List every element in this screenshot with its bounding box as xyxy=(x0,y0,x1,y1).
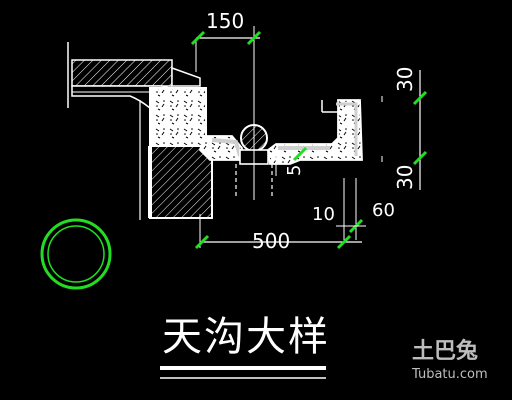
watermark-brand-cn: 土巴兔 xyxy=(412,338,478,364)
dim-label-60: 60 xyxy=(372,200,395,221)
dim-label-10: 10 xyxy=(312,204,335,225)
gutter-floor-left xyxy=(198,135,243,161)
dim-label-5: 5 xyxy=(284,165,305,176)
dim-label-30-top: 30 xyxy=(393,67,417,92)
dimension-right-30s: 30 30 xyxy=(393,67,428,190)
dimension-bottom-500: 500 10 60 xyxy=(194,200,395,253)
dimension-top-150: 150 xyxy=(190,9,262,46)
watermark-brand-en: Tubatu.com xyxy=(411,367,488,382)
dim-label-150: 150 xyxy=(206,9,244,33)
drawing-title: 天沟大样 xyxy=(162,314,330,360)
drain-outlet xyxy=(235,26,273,200)
dim-label-500: 500 xyxy=(252,229,290,253)
dimension-left-5: 5 xyxy=(275,146,308,176)
gutter-floor-right xyxy=(267,99,363,165)
dim-label-30-bottom: 30 xyxy=(393,165,417,190)
wall-section xyxy=(139,87,213,220)
detail-callout-circle xyxy=(40,218,112,290)
